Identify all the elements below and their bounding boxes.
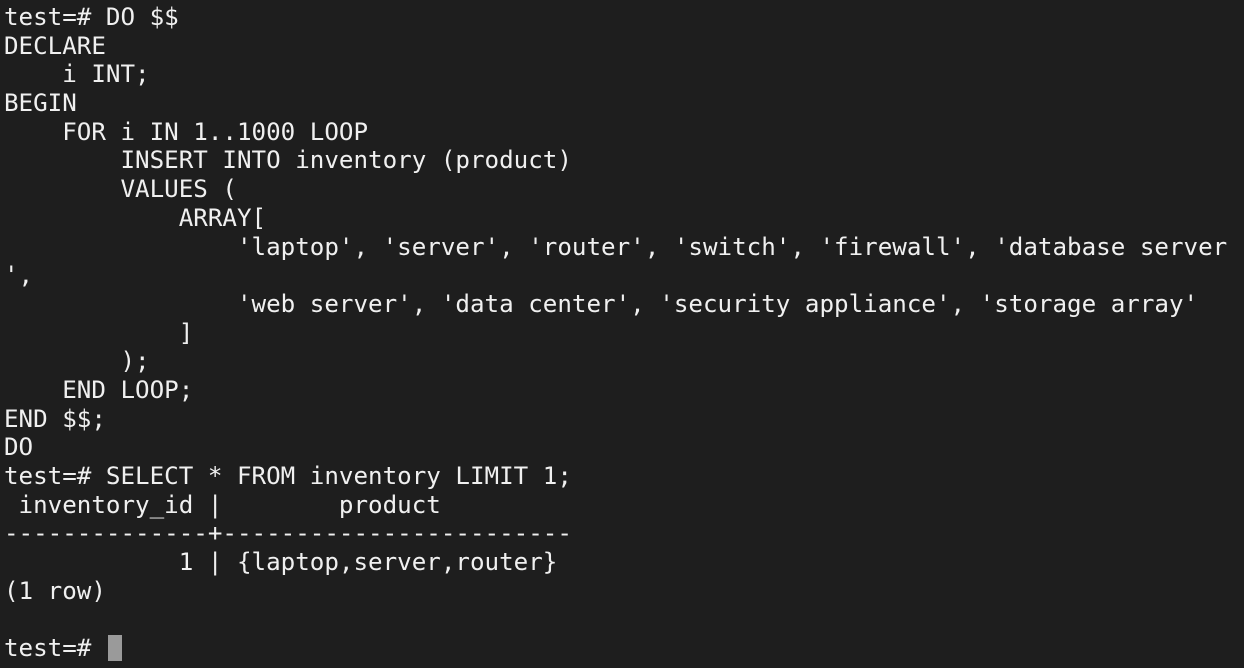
terminal-line-5: FOR i IN 1..1000 LOOP (4, 117, 369, 146)
result-data-row: 1 | {laptop,server,router} (4, 548, 558, 577)
terminal-line-1: test=# DO $$ (4, 3, 179, 31)
terminal-line-6: INSERT INTO inventory (product) (4, 146, 572, 175)
command-prompt-line[interactable]: test=# (4, 634, 1244, 663)
result-header-row: inventory_id | product (4, 490, 441, 519)
terminal-line-15: END $$; (4, 404, 106, 433)
terminal-line-2: DECLARE (4, 31, 106, 60)
terminal-line-11: 'web server', 'data center', 'security a… (4, 289, 1199, 318)
terminal-line-13: ); (4, 347, 150, 376)
terminal-line-8: ARRAY[ (4, 203, 267, 232)
terminal-line-3: i INT; (4, 60, 150, 89)
terminal-line-14: END LOOP; (4, 375, 194, 404)
text-cursor (107, 635, 122, 662)
blank-line (4, 605, 1244, 634)
terminal-line-4: BEGIN (4, 89, 77, 118)
terminal-line-10: ', (4, 261, 34, 290)
prompt-text: test=# (4, 634, 106, 663)
terminal-line-7: VALUES ( (4, 175, 237, 204)
terminal-line-17: test=# SELECT * FROM inventory LIMIT 1; (4, 462, 572, 490)
terminal-line-12: ] (4, 318, 194, 347)
terminal-line-9: 'laptop', 'server', 'router', 'switch', … (4, 232, 1228, 261)
result-separator-row: --------------+------------------------ (4, 519, 572, 548)
row-count: (1 row) (4, 576, 106, 605)
terminal-line-16: DO (4, 433, 34, 462)
